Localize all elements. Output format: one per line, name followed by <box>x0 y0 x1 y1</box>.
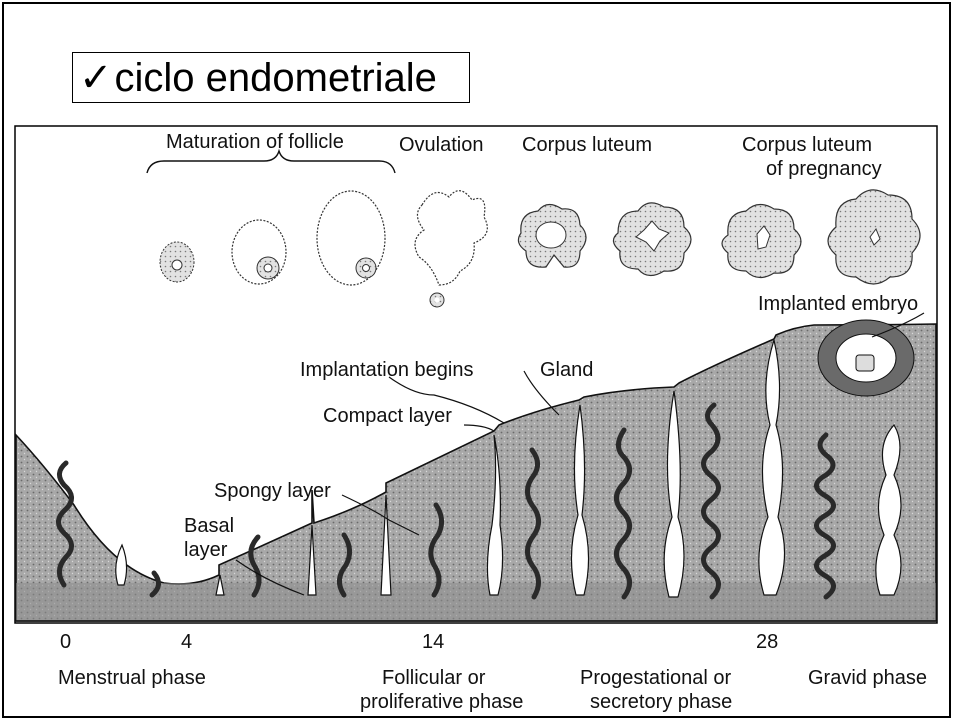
check-icon: ✓ <box>79 58 113 98</box>
corpus-luteum-pregnancy <box>828 190 920 284</box>
implanted-embryo <box>818 320 914 396</box>
follicle-1 <box>160 242 194 282</box>
axis-tick-0: 0 <box>60 631 71 654</box>
diagram-drawing <box>14 125 939 720</box>
phase-gravid: Gravid phase <box>808 667 927 690</box>
phase-menstrual: Menstrual phase <box>58 667 206 690</box>
label-implanted-embryo: Implanted embryo <box>758 293 918 316</box>
phase-progestational-2: secretory phase <box>590 691 732 714</box>
label-maturation: Maturation of follicle <box>166 131 344 154</box>
phase-follicular-1: Follicular or <box>382 667 485 690</box>
corpus-luteum-2 <box>613 203 691 276</box>
slide-title: ciclo endometriale <box>115 58 437 98</box>
phase-progestational-1: Progestational or <box>580 667 731 690</box>
label-gland: Gland <box>540 359 593 382</box>
follicle-3 <box>317 191 385 285</box>
follicle-2 <box>232 220 286 284</box>
label-basal-1: Basal <box>184 515 234 538</box>
basal-band <box>16 583 936 621</box>
label-compact-layer: Compact layer <box>323 405 452 428</box>
label-ovulation: Ovulation <box>399 134 484 157</box>
label-spongy-layer: Spongy layer <box>214 480 331 503</box>
corpus-luteum-3 <box>722 204 801 277</box>
corpus-luteum-1 <box>518 204 586 267</box>
title-box: ✓ ciclo endometriale <box>72 52 470 103</box>
endometrial-cycle-figure: Maturation of follicle Ovulation Corpus … <box>14 125 939 720</box>
label-corpus-luteum-pregnancy-1: Corpus luteum <box>742 134 872 157</box>
label-implantation-begins: Implantation begins <box>300 359 473 382</box>
label-corpus-luteum-pregnancy-2: of pregnancy <box>766 158 882 181</box>
label-corpus-luteum: Corpus luteum <box>522 134 652 157</box>
maturation-bracket <box>147 151 395 173</box>
ovulation-shape <box>415 191 487 307</box>
phase-follicular-2: proliferative phase <box>360 691 523 714</box>
axis-tick-28: 28 <box>756 631 778 654</box>
label-basal-2: layer <box>184 539 227 562</box>
axis-tick-14: 14 <box>422 631 444 654</box>
axis-tick-4: 4 <box>181 631 192 654</box>
